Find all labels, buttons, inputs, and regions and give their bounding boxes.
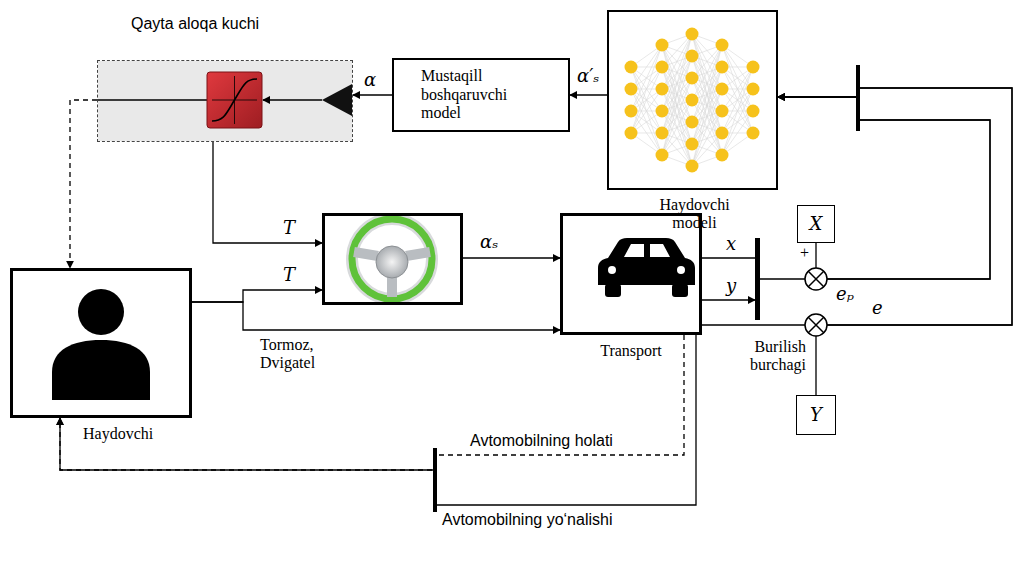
mux-bar	[755, 238, 760, 320]
connector	[60, 335, 684, 470]
person-body	[52, 340, 150, 400]
connector-label: T	[281, 218, 297, 238]
signal-label: x	[724, 234, 738, 254]
person-head	[78, 289, 124, 335]
feedback-group: Qayta aloqa kuchi	[97, 60, 353, 142]
sum-junction	[805, 268, 827, 290]
connector	[778, 88, 1012, 395]
car-wheel	[605, 284, 621, 297]
reference-box: Y	[796, 395, 836, 435]
feedback-ground	[98, 61, 352, 141]
neural-network-box: Haydovchi modeli	[607, 10, 778, 190]
connector-label: T	[281, 265, 297, 285]
steering-hub	[376, 246, 408, 278]
signal-label: +	[798, 244, 811, 262]
signal-label: y	[724, 276, 738, 296]
mux-bar	[856, 65, 860, 131]
signal-wire	[97, 99, 207, 100]
vehicle-box: Transport	[560, 213, 702, 335]
connector	[702, 97, 990, 279]
process-box: Mustaqill boshqaruvchi model	[392, 58, 570, 132]
connector-label: α	[362, 70, 378, 90]
sum-junction	[805, 314, 827, 336]
connector-label: Tormoz, Dvigatel	[258, 336, 348, 373]
signal-label: Burilish burchagi	[712, 338, 808, 375]
connector	[463, 257, 560, 258]
connector	[213, 142, 322, 243]
mux-bar	[433, 448, 437, 512]
saturation-curve	[212, 79, 257, 121]
connector	[353, 94, 392, 95]
car-light	[677, 266, 685, 274]
connector	[570, 94, 607, 95]
connector-label: αₛ	[478, 232, 500, 252]
car-light	[608, 266, 616, 274]
steering-box	[322, 213, 463, 305]
connector	[70, 100, 97, 268]
node-text: Transport	[563, 342, 699, 360]
connector	[192, 290, 322, 302]
neural-network-icon	[625, 28, 760, 173]
steering-rim	[352, 219, 432, 299]
gain-triangle	[322, 84, 352, 116]
connector	[60, 335, 696, 505]
node-text: Mustaqill boshqaruvchi model	[411, 61, 551, 128]
node-text: Haydovchi	[83, 425, 153, 443]
car-wheel	[672, 284, 688, 297]
signal-wire	[702, 299, 755, 300]
signal-wire	[263, 99, 322, 100]
connector-label: Avtomobilning yo‘nalishi	[440, 510, 614, 529]
driver-box: Haydovchi	[10, 268, 192, 418]
node-text: Qayta aloqa kuchi	[131, 14, 259, 33]
connector-label: eₚ	[834, 284, 856, 304]
reference-box: X	[797, 205, 835, 243]
car-window	[624, 244, 670, 257]
steering-wheel	[352, 219, 432, 299]
saturation-block	[207, 72, 262, 128]
node-text: X	[806, 208, 827, 240]
connector-label: e	[870, 298, 885, 318]
node-text: Y	[806, 398, 826, 432]
connector-label: α′ₛ	[575, 66, 601, 86]
connector	[192, 302, 560, 330]
connector-label: Avtomobilning holati	[468, 431, 615, 450]
car-body	[598, 238, 695, 285]
connector	[778, 97, 990, 279]
